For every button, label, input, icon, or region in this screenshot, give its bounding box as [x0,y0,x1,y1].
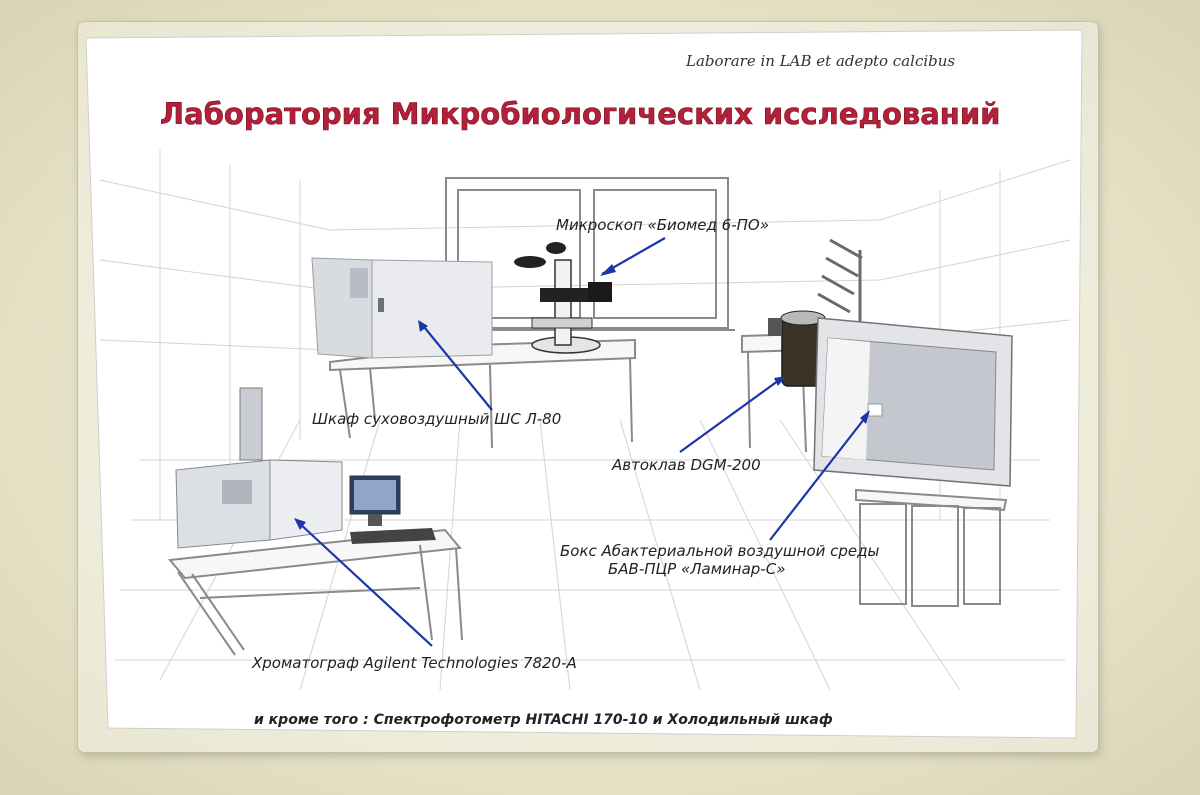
laminar-box-image [813,317,1013,487]
arrow-drying-cabinet [419,321,493,411]
lower-cabinet [855,488,1008,607]
label-autoclave: Автоклав DGM-200 [611,456,761,474]
poster-title: Лаборатория Микробиологических исследова… [160,97,1000,131]
label-drying-cabinet: Шкаф суховоздушный ШС Л-80 [312,410,561,428]
label-box-line1: Бокс Абактериальной воздушной среды [560,542,880,560]
poster-footer: и кроме того : Спектрофотометр HITACHI 1… [254,712,833,728]
label-microscope: Микроскоп «Биомед 6-ПО» [556,216,769,234]
arrow-box [769,413,869,541]
pointer-arrows [294,237,870,647]
arrow-chromatograph [297,521,433,647]
poster-motto: Laborare in LAB et adepto calcibus [685,52,955,70]
drying-rack [817,238,863,330]
label-chromatograph: Хроматограф Agilent Technologies 7820-A [251,654,577,672]
chromatograph-image [175,387,436,549]
arrow-autoclave [679,377,783,453]
label-box-line2: БАВ-ПЦР «Ламинар-С» [608,560,785,578]
drying-cabinet-image [311,257,493,359]
microscope-image [514,242,612,354]
